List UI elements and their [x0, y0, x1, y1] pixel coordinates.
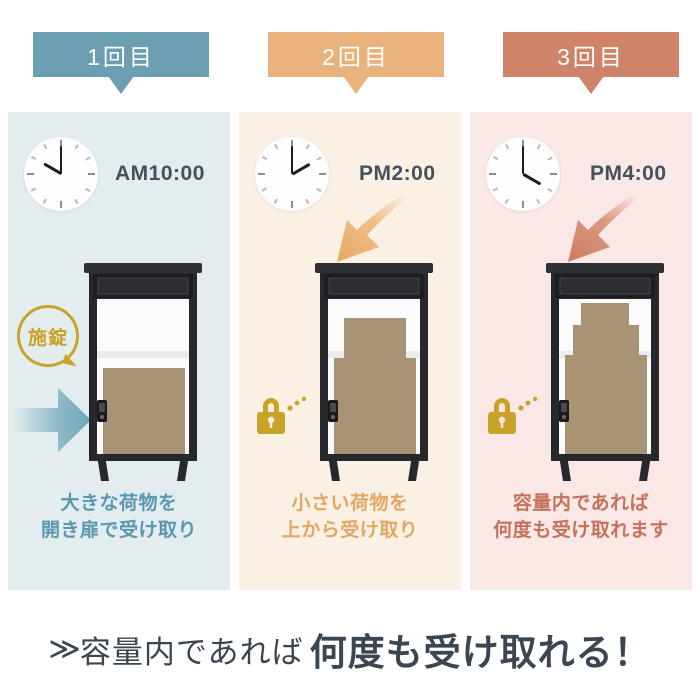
step-tab-1-label: 1回目 [87, 43, 155, 70]
step-panel-3: PM4:00 [470, 112, 692, 590]
caption-1: 大きな荷物を 開き扉で受け取り [8, 490, 230, 544]
step-tab-2: 2回目 [268, 32, 444, 94]
parcel-large [344, 318, 406, 358]
tab-pointer-icon [578, 76, 604, 94]
lock-status-badge-label: 施錠 [27, 327, 68, 349]
tab-pointer-icon [108, 76, 134, 94]
caption-3-line-1: 容量内であれば [512, 493, 650, 514]
step-tab-1: 1回目 [33, 32, 209, 94]
direction-arrow-down-icon-3 [568, 192, 642, 262]
clock-minute-hand [522, 146, 524, 174]
direction-arrow-right-icon-1 [13, 388, 91, 452]
caption-1-line-2: 開き扉で受け取り [40, 520, 197, 541]
clock-hour-hand [522, 172, 541, 186]
step-panel-1: AM10:00 施錠 [8, 112, 230, 590]
clock-icon-3 [486, 137, 560, 211]
direction-arrow-down-icon-2 [337, 192, 411, 262]
parcel-medium [573, 325, 639, 355]
time-label-1: AM10:00 [115, 162, 205, 185]
step-tab-3: 3回目 [503, 32, 679, 94]
time-label-3: PM4:00 [590, 162, 667, 185]
padlock-icon-2 [257, 396, 307, 434]
parcel-large [565, 355, 647, 454]
caption-2-line-1: 小さい荷物を [291, 493, 409, 514]
caption-1-line-1: 大きな荷物を [60, 493, 178, 514]
caption-3: 容量内であれば 何度も受け取れます [470, 490, 692, 544]
step-tab-3-label: 3回目 [557, 43, 625, 70]
summary-banner-bold-text: 何度も受け取れる！ [309, 632, 652, 673]
summary-banner: ≫ 容量内であれば 何度も受け取れる！ [0, 598, 700, 700]
lock-status-badge-1: 施錠 [17, 305, 79, 367]
clock-minute-hand [291, 146, 293, 174]
summary-banner-light-text: 容量内であれば [79, 634, 304, 670]
step-tab-2-label: 2回目 [322, 43, 390, 70]
caption-2-line-2: 上から受け取り [281, 520, 419, 541]
step-panel-2: PM2:00 [239, 112, 461, 590]
caption-3-line-2: 何度も受け取れます [493, 520, 669, 541]
clock-hour-hand [291, 162, 310, 176]
delivery-locker-2 [315, 263, 433, 481]
clock-icon-1 [24, 137, 98, 211]
delivery-locker-1 [84, 263, 202, 481]
caption-2: 小さい荷物を 上から受け取り [239, 490, 461, 544]
step-tab-row: 1回目 2回目 3回目 [0, 0, 700, 110]
clock-hour-hand [43, 162, 62, 176]
delivery-locker-3 [546, 263, 664, 481]
clock-icon-2 [255, 137, 329, 211]
chevron-right-icon: ≫ [48, 631, 81, 666]
time-label-2: PM2:00 [359, 162, 436, 185]
tab-pointer-icon [343, 76, 369, 94]
clock-minute-hand [60, 146, 62, 174]
padlock-icon-3 [488, 396, 538, 434]
parcel-small [581, 303, 629, 325]
